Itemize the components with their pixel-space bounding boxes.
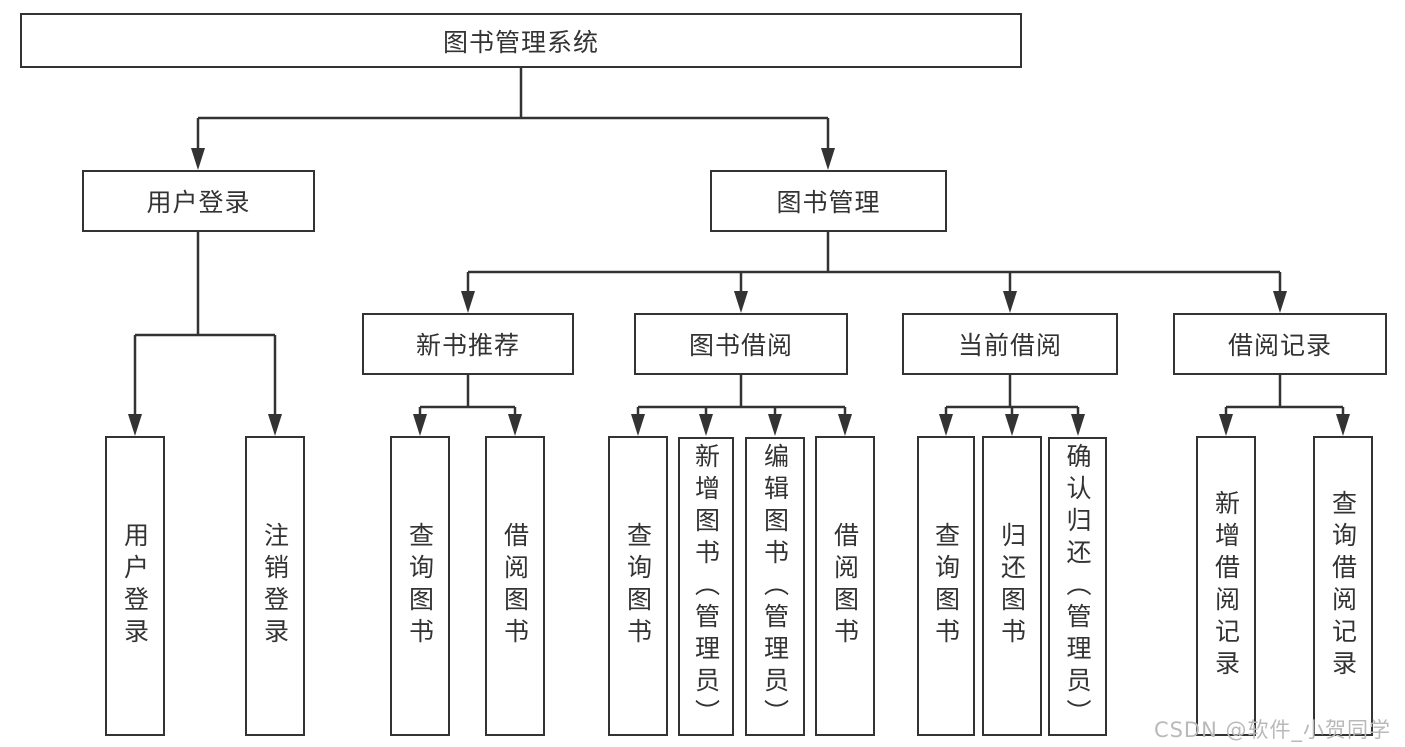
leaf-borrow-books-newbooks: 借阅图书 [485, 436, 545, 736]
leaf-add-books-admin-label: 新增图书（管理员） [691, 442, 721, 731]
leaf-logout: 注销登录 [245, 436, 305, 736]
leaf-return-books-label: 归还图书 [997, 522, 1027, 650]
leaf-add-borrow-record: 新增借阅记录 [1196, 436, 1256, 736]
leaf-confirm-return-admin: 确认归还（管理员） [1048, 437, 1107, 736]
node-book-management-label: 图书管理 [776, 188, 881, 217]
leaf-add-borrow-record-label: 新增借阅记录 [1211, 490, 1241, 682]
leaf-return-books: 归还图书 [982, 436, 1042, 736]
leaf-user-login: 用户登录 [105, 436, 165, 736]
leaf-query-borrow-record: 查询借阅记录 [1313, 436, 1373, 736]
node-new-book-recommend-label: 新书推荐 [415, 331, 520, 360]
node-user-login-label: 用户登录 [146, 188, 251, 217]
node-book-borrowing: 图书借阅 [634, 313, 848, 375]
leaf-add-books-admin: 新增图书（管理员） [678, 437, 734, 736]
node-current-borrowing-label: 当前借阅 [957, 331, 1062, 360]
node-book-management: 图书管理 [710, 170, 947, 232]
leaf-query-books-borrowing-label: 查询图书 [623, 522, 653, 650]
leaf-logout-label: 注销登录 [260, 522, 290, 650]
leaf-query-books-newbooks-label: 查询图书 [405, 522, 435, 650]
node-book-borrowing-label: 图书借阅 [688, 331, 793, 360]
leaf-borrow-books-borrowing: 借阅图书 [815, 436, 875, 736]
leaf-borrow-books-newbooks-label: 借阅图书 [500, 522, 530, 650]
node-root-label: 图书管理系统 [442, 27, 599, 57]
node-root: 图书管理系统 [20, 13, 1022, 68]
node-user-login: 用户登录 [82, 170, 315, 232]
node-current-borrowing: 当前借阅 [902, 313, 1118, 375]
arrowheads [128, 148, 1350, 436]
leaf-query-books-current: 查询图书 [917, 436, 975, 736]
node-new-book-recommend: 新书推荐 [362, 313, 574, 375]
node-borrowing-records: 借阅记录 [1173, 313, 1387, 375]
leaf-borrow-books-borrowing-label: 借阅图书 [830, 522, 860, 650]
leaf-query-books-current-label: 查询图书 [931, 522, 961, 650]
leaf-edit-books-admin: 编辑图书（管理员） [745, 437, 805, 736]
leaf-query-books-borrowing: 查询图书 [608, 436, 668, 736]
leaf-user-login-label: 用户登录 [120, 522, 150, 650]
leaf-query-borrow-record-label: 查询借阅记录 [1328, 490, 1358, 682]
node-borrowing-records-label: 借阅记录 [1227, 331, 1332, 360]
watermark: CSDN @软件_小贺同学 [1153, 718, 1391, 742]
leaf-confirm-return-admin-label: 确认归还（管理员） [1063, 442, 1092, 731]
leaf-query-books-newbooks: 查询图书 [390, 436, 450, 736]
leaf-edit-books-admin-label: 编辑图书（管理员） [760, 442, 790, 731]
